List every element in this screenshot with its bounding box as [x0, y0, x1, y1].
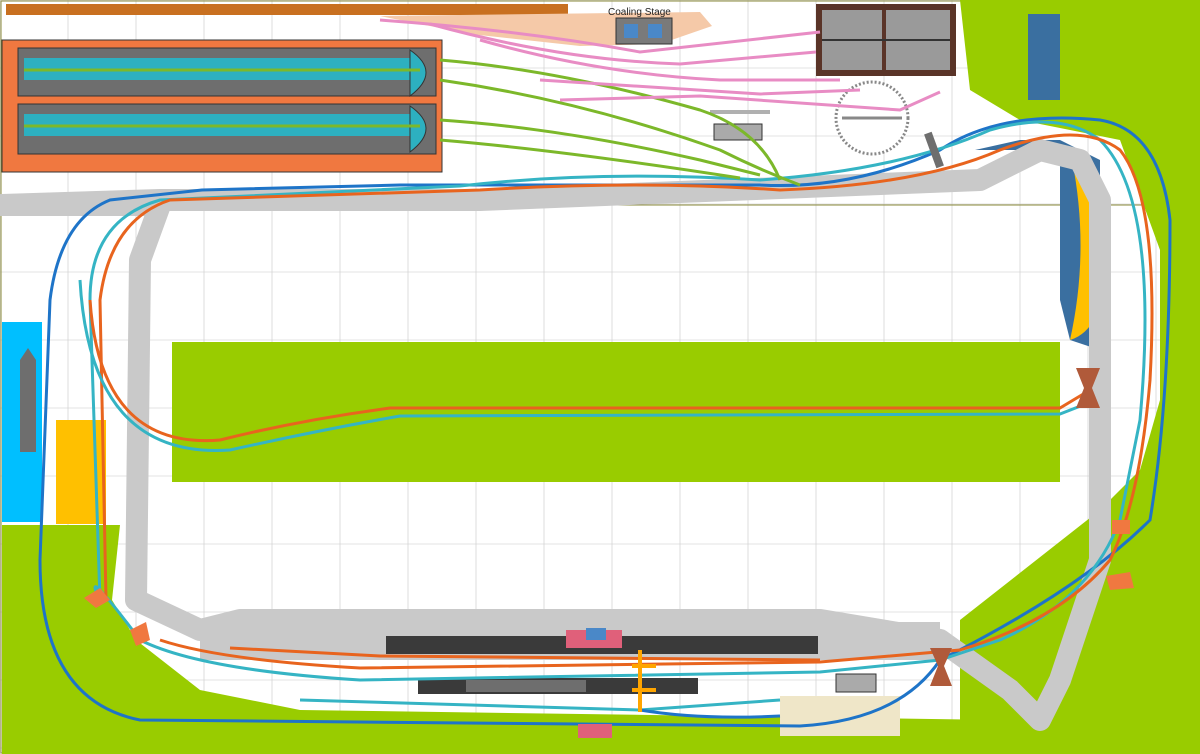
buffer-left [84, 588, 110, 608]
track-green-4 [439, 138, 741, 180]
buffer-right-1 [1112, 520, 1130, 534]
track-inner-teal [78, 279, 1097, 453]
buffer-right-2 [1106, 572, 1134, 590]
track-pink-5 [559, 90, 941, 112]
buffer-bottom [130, 622, 150, 646]
platform-shelter [466, 680, 586, 692]
top-fence [6, 4, 568, 15]
bridge-icon [930, 368, 1100, 686]
track-green-3 [439, 118, 761, 177]
goods-yard [780, 696, 900, 736]
coaling-stage-label: Coaling Stage [608, 7, 671, 18]
crossing-orange [632, 650, 656, 712]
roof-building-icon [816, 4, 956, 76]
road-left [0, 139, 1111, 731]
grass-bottom [2, 525, 1000, 754]
engine-shed-icon [1, 39, 443, 173]
track-pink-3 [479, 38, 840, 82]
track-green-2 [439, 78, 801, 187]
track-network [24, 18, 1172, 728]
ash-pit [710, 110, 770, 114]
track-inner-orange [88, 299, 1091, 443]
coaling-stage-icon [380, 12, 712, 46]
central-grass [172, 342, 1060, 482]
track-station-1 [229, 646, 821, 662]
track-green-1 [439, 58, 782, 181]
track-orange [98, 133, 1154, 670]
loco-shed-small [713, 123, 763, 141]
track-outer-blue [38, 116, 1172, 728]
ship-icon [20, 348, 36, 452]
water-inlet [1028, 14, 1060, 100]
track-pink-2 [429, 22, 817, 66]
turntable-icon [834, 80, 910, 156]
track-pink-1 [379, 18, 821, 54]
track-teal [88, 120, 1147, 682]
signal-post [924, 131, 944, 169]
track-station-2 [299, 698, 781, 712]
track-station-3 [639, 708, 781, 719]
quay-yellow [56, 420, 106, 524]
water-bay [975, 140, 1100, 350]
track-pink-4 [539, 78, 861, 96]
locomotive-icon [566, 628, 877, 738]
